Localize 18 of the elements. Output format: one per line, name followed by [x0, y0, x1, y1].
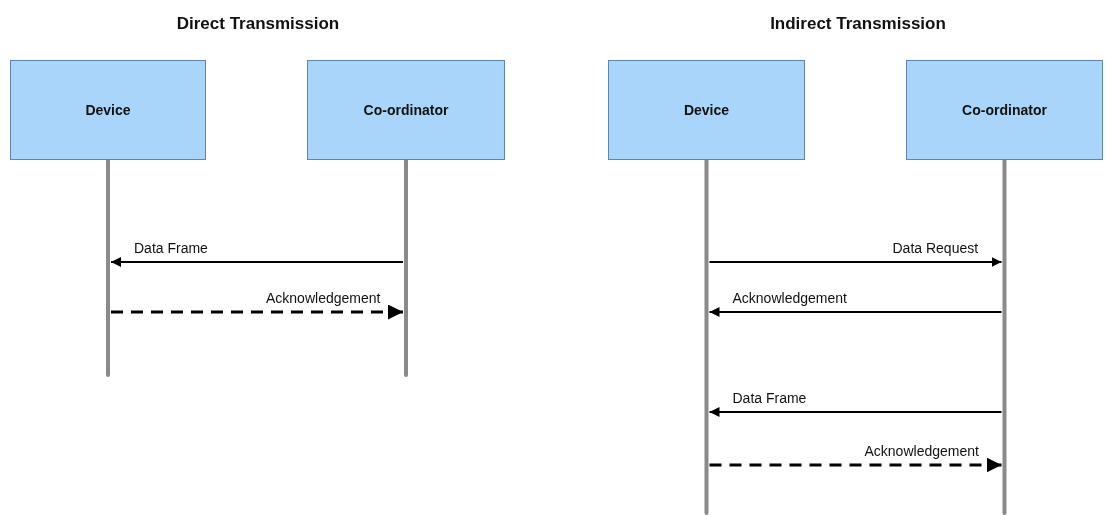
edge-label: Acknowledgement: [731, 290, 848, 306]
edge-label: Data Frame: [133, 240, 209, 256]
edge-label: Acknowledgement: [863, 443, 980, 459]
section-label: Direct Transmission: [176, 14, 340, 34]
edge-label: Data Frame: [731, 390, 808, 406]
section-label: Indirect Transmission: [770, 14, 946, 34]
edge-label: Acknowledgement: [265, 290, 382, 306]
message-arrow: [110, 257, 404, 267]
participant-name: Device: [85, 102, 131, 118]
message-arrow: [708, 407, 1003, 417]
participant-name: Device: [683, 102, 730, 118]
participant-name: Co-ordinator: [962, 102, 1047, 118]
message-arrow: [708, 307, 1003, 317]
message-arrow: [708, 257, 1003, 267]
message-arrow: [709, 457, 1002, 473]
message-arrow: [111, 304, 403, 320]
participant-name: Co-ordinator: [363, 102, 449, 118]
edge-label: Data Request: [891, 240, 980, 256]
